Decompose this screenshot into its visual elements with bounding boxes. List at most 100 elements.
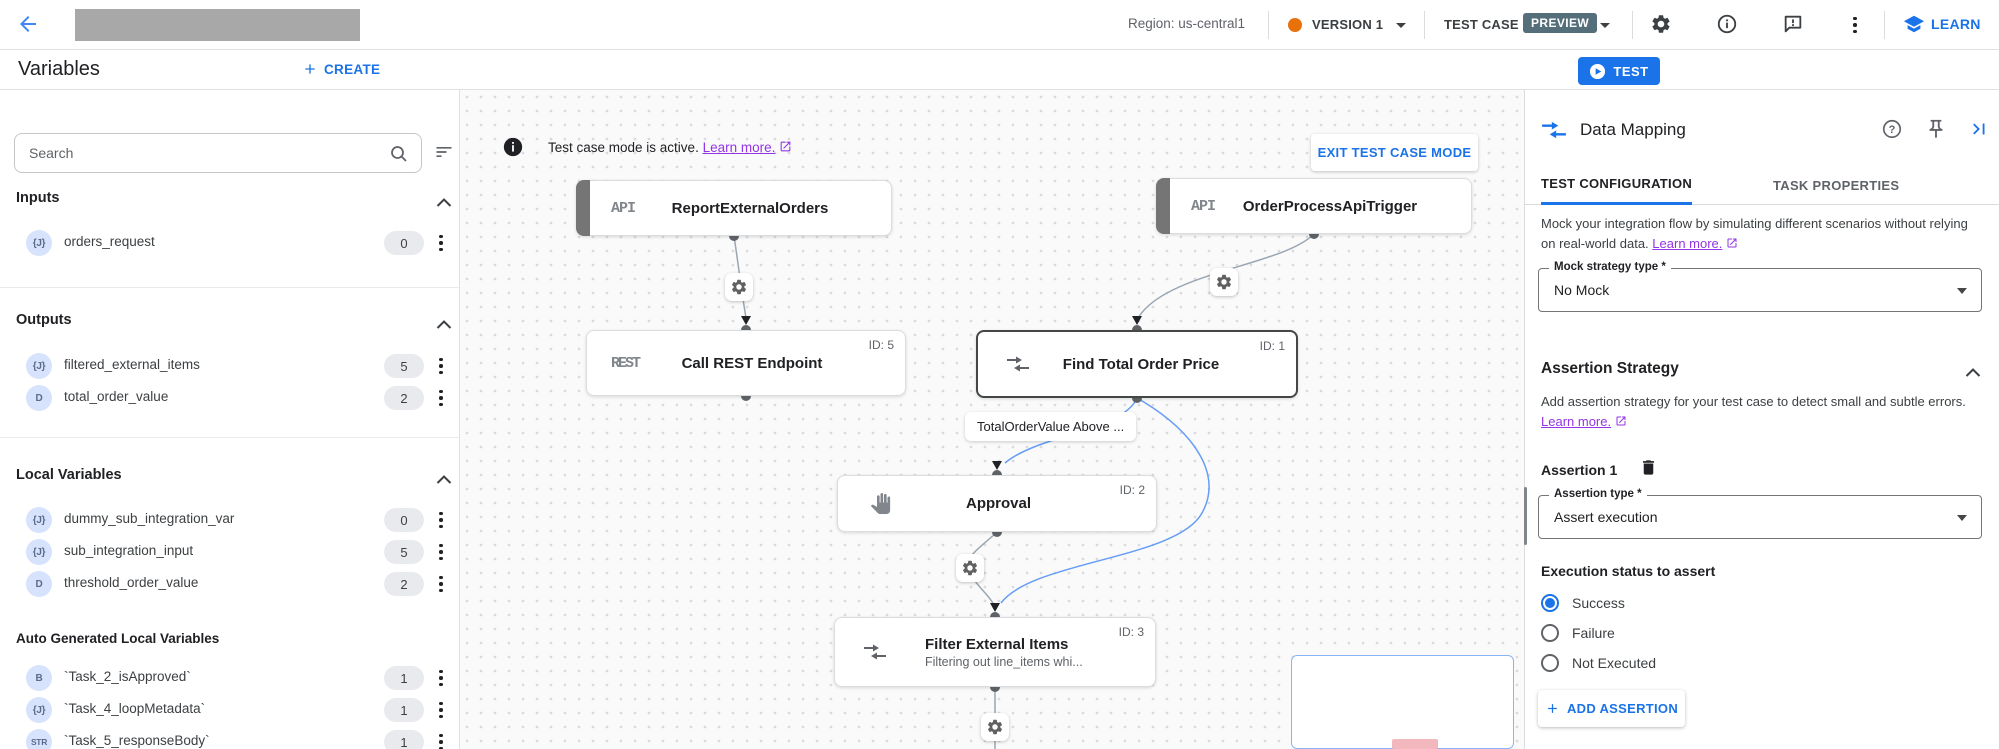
pin-panel-icon[interactable]: [1925, 118, 1947, 145]
panel-scrollbar-thumb[interactable]: [1524, 487, 1527, 545]
radio-icon: [1541, 654, 1559, 672]
usage-count-badge: 0: [384, 508, 424, 532]
variable-row[interactable]: {J} `Task_4_loopMetadata` 1: [0, 694, 459, 726]
node-call-rest-endpoint[interactable]: REST Call REST Endpoint ID: 5: [586, 330, 906, 396]
mock-strategy-select[interactable]: Mock strategy type * No Mock: [1538, 261, 1982, 312]
variable-menu-icon[interactable]: [434, 387, 448, 409]
assertion-learn-more-link[interactable]: Learn more.: [1541, 414, 1612, 430]
local-variables-collapse-icon[interactable]: [436, 471, 452, 489]
preview-box-content-fragment: [1392, 739, 1438, 749]
variable-type-icon: {J}: [26, 353, 52, 379]
redacted-title: [75, 9, 360, 41]
variable-menu-icon[interactable]: [434, 509, 448, 531]
add-assertion-label: ADD ASSERTION: [1566, 701, 1679, 716]
variable-menu-icon[interactable]: [434, 699, 448, 721]
close-panel-icon[interactable]: [1968, 118, 1990, 145]
variable-menu-icon[interactable]: [434, 573, 448, 595]
variable-menu-icon[interactable]: [434, 355, 448, 377]
rest-badge: REST: [611, 354, 641, 372]
variable-menu-icon[interactable]: [434, 232, 448, 254]
section-title-auto-generated: Auto Generated Local Variables: [16, 631, 220, 646]
help-icon[interactable]: ?: [1881, 118, 1903, 145]
variable-row[interactable]: {J} sub_integration_input 5: [0, 536, 459, 568]
node-title: Approval: [965, 495, 1031, 512]
plus-icon: [1548, 704, 1557, 713]
test-case-caret-icon: [1600, 23, 1610, 28]
test-label: TEST: [1613, 63, 1649, 79]
usage-count-badge: 2: [384, 386, 424, 410]
tab-label: TEST CONFIGURATION: [1541, 176, 1693, 191]
section-title-local-variables: Local Variables: [16, 467, 122, 483]
node-filter-external-items[interactable]: Filter External Items Filtering out line…: [834, 617, 1156, 687]
variable-row[interactable]: D threshold_order_value 2: [0, 568, 459, 600]
edge-condition-label[interactable]: TotalOrderValue Above ...: [965, 412, 1137, 441]
outputs-collapse-icon[interactable]: [436, 316, 452, 334]
feedback-icon[interactable]: [1782, 13, 1804, 40]
region-label: Region: us-central1: [1128, 16, 1246, 31]
create-variable-button[interactable]: CREATE: [302, 61, 380, 77]
mock-learn-more-link[interactable]: Learn more.: [1652, 236, 1723, 252]
edge-config-gear-icon[interactable]: [725, 273, 753, 301]
tab-test-configuration[interactable]: TEST CONFIGURATION: [1541, 165, 1693, 205]
test-case-mode-selector[interactable]: PREVIEW: [1523, 13, 1598, 33]
mock-description-text: Mock your integration flow by simulating…: [1541, 216, 1968, 252]
exit-test-case-mode-button[interactable]: EXIT TEST CASE MODE: [1311, 134, 1478, 171]
banner-info-icon: [503, 137, 523, 157]
sort-filter-icon[interactable]: [434, 142, 454, 167]
node-subtitle: Filtering out line_items whi...: [925, 654, 1083, 669]
variable-type-icon: STR: [26, 729, 52, 749]
variable-row[interactable]: {J} filtered_external_items 5: [0, 350, 459, 382]
settings-gear-icon[interactable]: [1650, 13, 1672, 40]
tab-task-properties[interactable]: TASK PROPERTIES: [1773, 165, 1899, 205]
variable-name: orders_request: [64, 234, 155, 249]
edge-config-gear-icon[interactable]: [956, 554, 984, 582]
assertion-type-select[interactable]: Assertion type * Assert execution: [1538, 488, 1982, 539]
node-find-total-order-price[interactable]: Find Total Order Price ID: 1: [976, 330, 1298, 398]
assertion-type-value: Assert execution: [1554, 509, 1658, 525]
radio-option-failure[interactable]: Failure: [1541, 624, 1615, 642]
node-id: ID: 5: [868, 338, 894, 352]
inputs-collapse-icon[interactable]: [436, 194, 452, 212]
play-icon: [1590, 63, 1606, 79]
variable-row[interactable]: B `Task_2_isApproved` 1: [0, 662, 459, 694]
mock-strategy-value: No Mock: [1554, 282, 1610, 298]
section-title-outputs: Outputs: [16, 312, 72, 328]
node-report-external-orders[interactable]: API ReportExternalOrders: [576, 180, 892, 236]
delete-assertion-icon[interactable]: [1639, 458, 1658, 482]
variable-row[interactable]: D total_order_value 2: [0, 382, 459, 414]
node-id: ID: 3: [1118, 625, 1144, 639]
search-box: [14, 133, 422, 173]
variable-row[interactable]: {J} dummy_sub_integration_var 0: [0, 504, 459, 536]
node-order-process-api-trigger[interactable]: API OrderProcessApiTrigger: [1156, 178, 1472, 234]
assertion-description: Add assertion strategy for your test cas…: [1541, 392, 1983, 432]
radio-option-not-executed[interactable]: Not Executed: [1541, 654, 1656, 672]
integration-flow-canvas[interactable]: Test case mode is active. Learn more. EX…: [460, 90, 1524, 749]
radio-option-success[interactable]: Success: [1541, 594, 1625, 612]
node-side-tab: [1156, 178, 1170, 234]
learn-button[interactable]: LEARN: [1903, 13, 1981, 35]
variable-menu-icon[interactable]: [434, 541, 448, 563]
variable-menu-icon[interactable]: [434, 731, 448, 749]
variable-name: dummy_sub_integration_var: [64, 511, 235, 526]
usage-count-badge: 1: [384, 666, 424, 690]
back-arrow-icon[interactable]: [16, 12, 40, 41]
banner-learn-more-link[interactable]: Learn more.: [702, 139, 776, 155]
usage-count-badge: 1: [384, 698, 424, 722]
version-selector[interactable]: VERSION 1: [1312, 17, 1383, 32]
add-assertion-button[interactable]: ADD ASSERTION: [1538, 690, 1685, 727]
info-icon[interactable]: [1716, 13, 1738, 40]
approval-hand-icon: [870, 493, 891, 514]
node-approval[interactable]: Approval ID: 2: [837, 475, 1157, 532]
usage-count-badge: 1: [384, 730, 424, 749]
edge-config-gear-icon[interactable]: [1210, 268, 1238, 296]
more-options-icon[interactable]: [1848, 14, 1862, 36]
node-preview-box[interactable]: [1291, 655, 1514, 749]
variable-row[interactable]: {J} orders_request 0: [0, 227, 459, 259]
variable-menu-icon[interactable]: [434, 667, 448, 689]
variable-row[interactable]: STR `Task_5_responseBody` 1: [0, 726, 459, 749]
edge-config-gear-icon[interactable]: [981, 713, 1009, 741]
run-test-button[interactable]: TEST: [1578, 57, 1660, 85]
assertion-type-label: Assertion type *: [1549, 488, 1647, 500]
search-input[interactable]: [29, 134, 379, 172]
assertion-strategy-collapse-icon[interactable]: [1965, 364, 1981, 382]
